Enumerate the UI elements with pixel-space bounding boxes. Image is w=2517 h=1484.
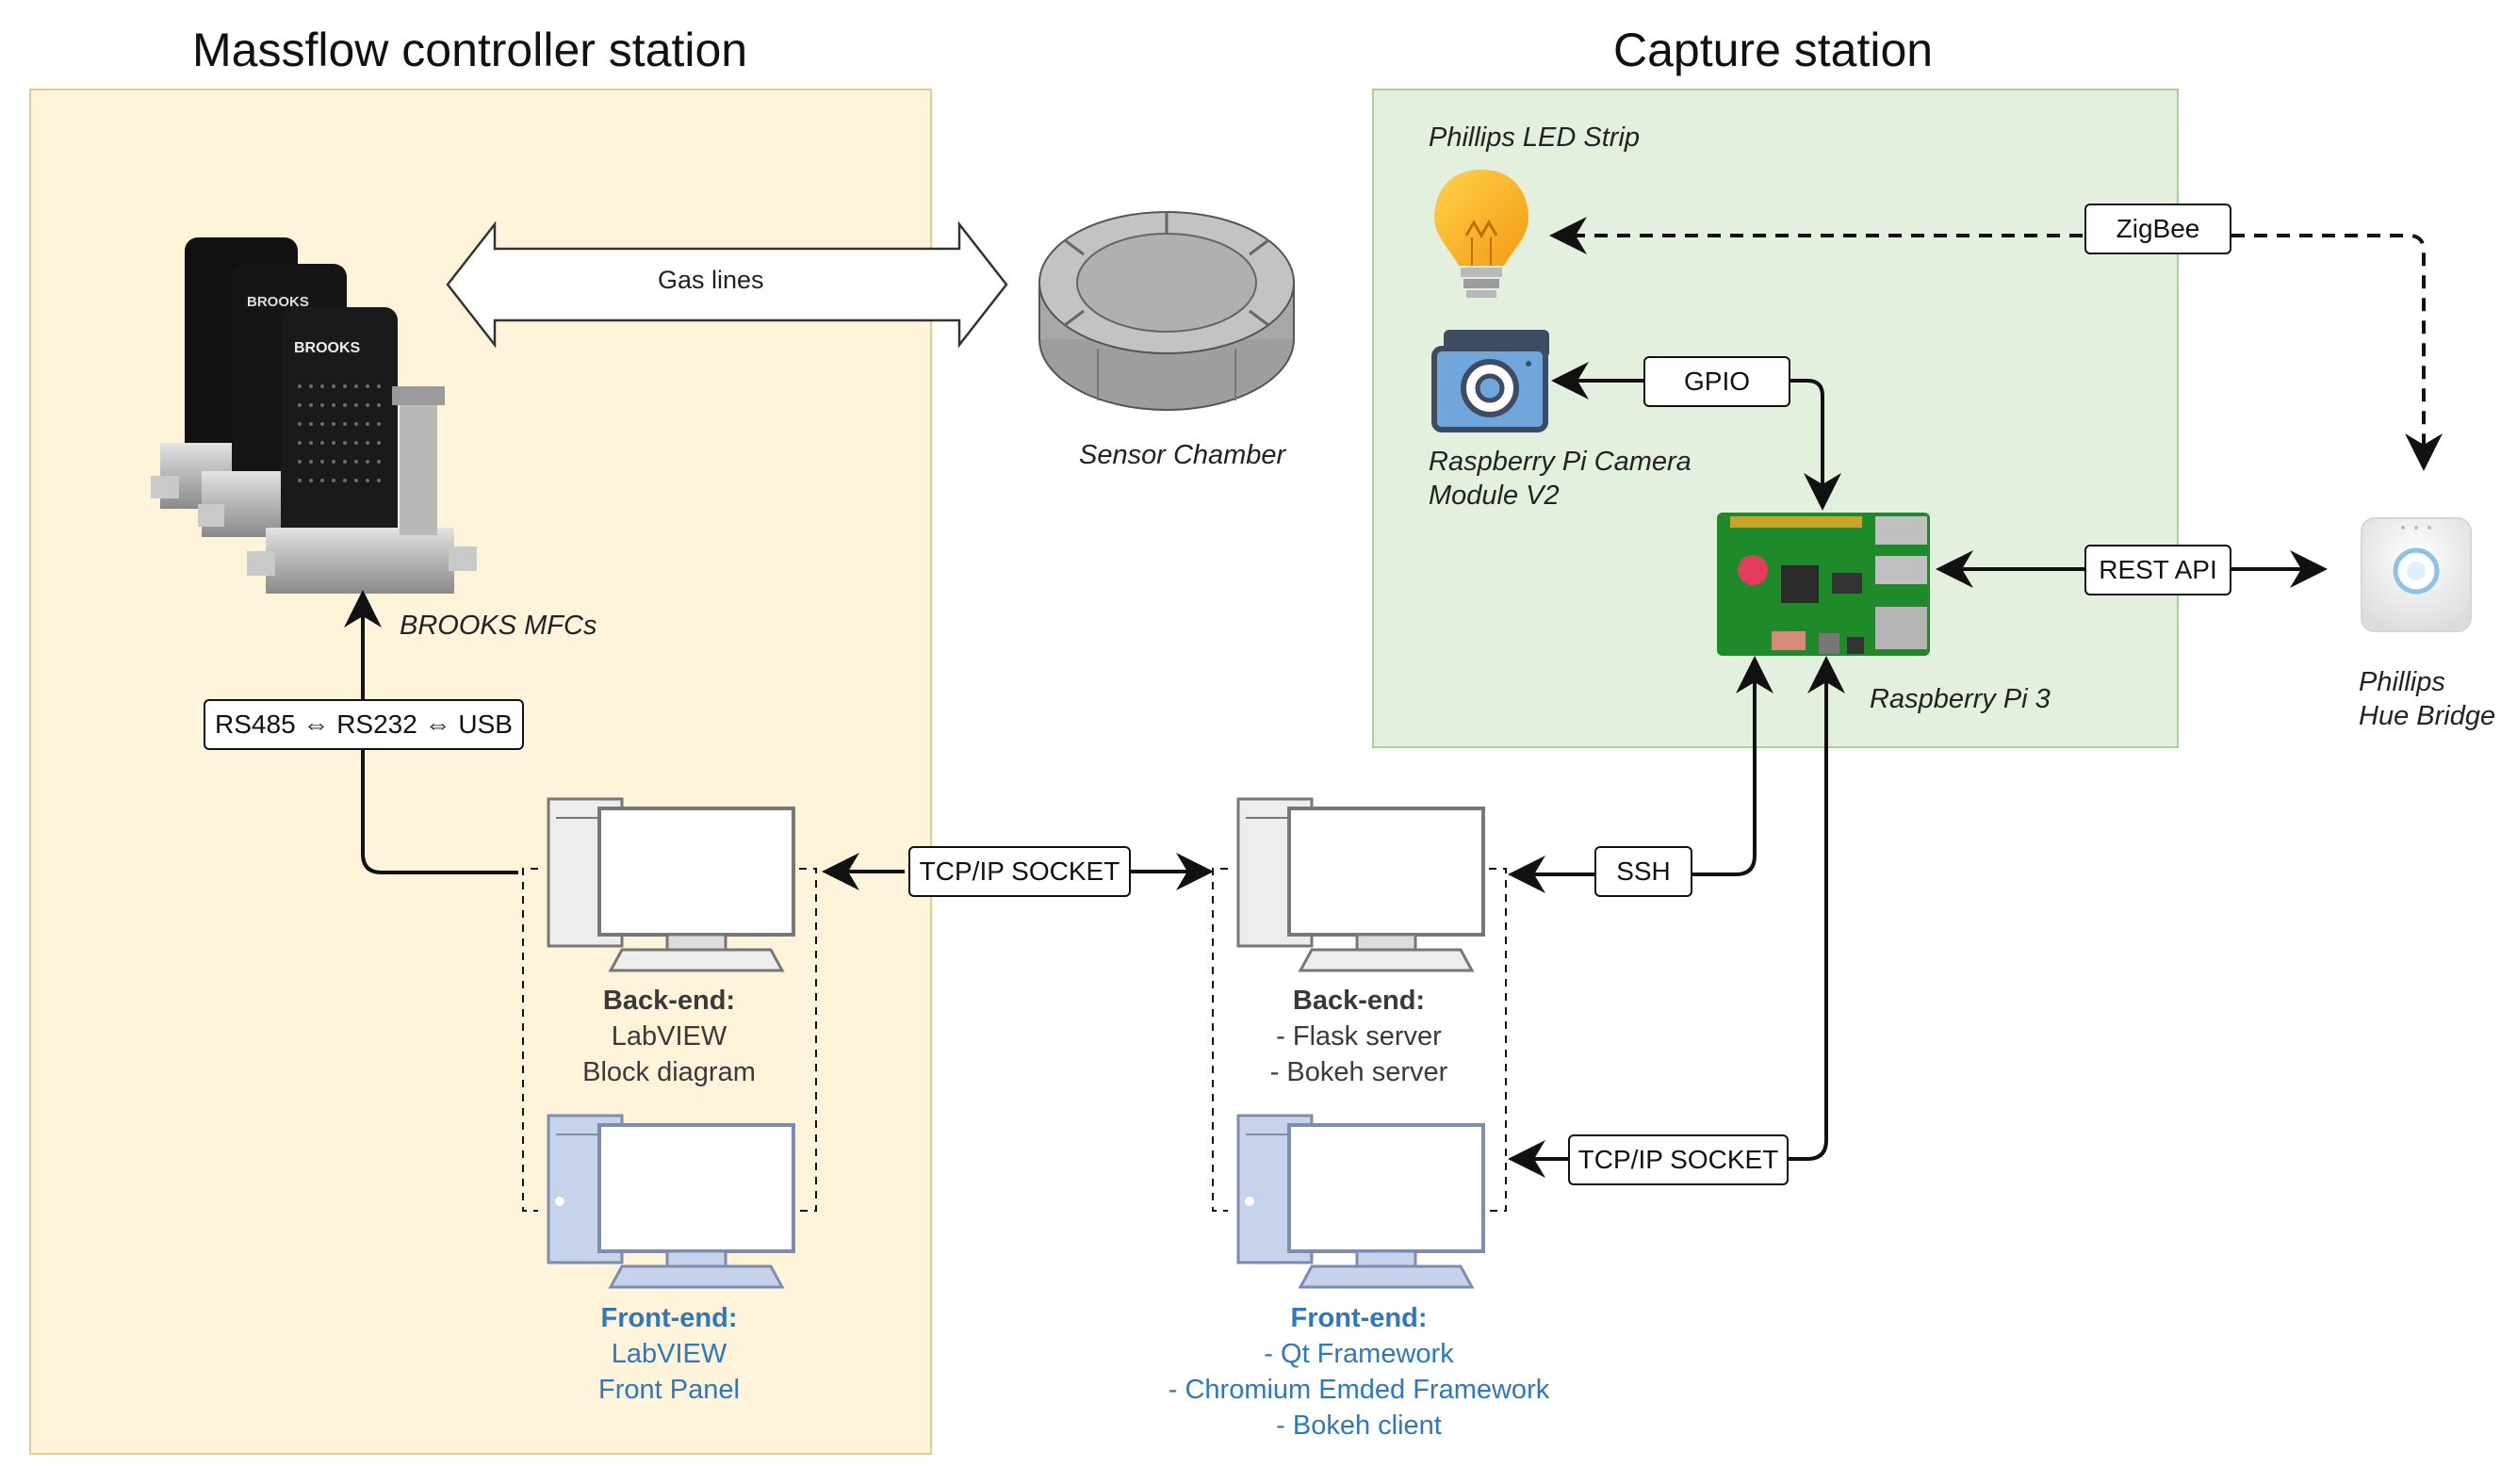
tcp-ip-socket-connector-2: TCP/IP SOCKET — [1568, 1134, 1789, 1185]
caption-line: - Bokeh server — [1269, 1057, 1448, 1087]
zigbee-dashed-line — [1549, 217, 2443, 471]
left-front-end-caption: Front-end: LabVIEW Front Panel — [528, 1300, 810, 1408]
gas-lines-label: Gas lines — [658, 266, 764, 294]
caption-heading: Front-end: — [1290, 1303, 1428, 1333]
left-back-end-caption: Back-end: LabVIEW Block diagram — [528, 983, 810, 1090]
caption-line: - Bokeh client — [1276, 1411, 1442, 1441]
sensor-chamber-icon — [1038, 211, 1295, 411]
rest-api-connector: REST API — [2084, 545, 2231, 595]
caption-line: Block diagram — [582, 1057, 756, 1087]
caption-heading: Front-end: — [600, 1303, 738, 1333]
led-strip-label: Phillips LED Strip — [1429, 122, 1641, 153]
svg-text:BROOKS: BROOKS — [294, 340, 361, 356]
raspberry-pi-board-icon — [1717, 513, 1930, 656]
camera-icon — [1431, 330, 1549, 432]
sensor-chamber-label: Sensor Chamber — [1079, 440, 1286, 470]
desktop-computer-icon — [1236, 1114, 1485, 1289]
svg-text:BROOKS: BROOKS — [247, 294, 309, 310]
capture-zone-title: Capture station — [1613, 24, 1934, 76]
hue-bridge-icon — [2361, 517, 2472, 632]
caption-line: - Chromium Emded Framework — [1168, 1375, 1550, 1405]
zigbee-connector: ZigBee — [2084, 204, 2231, 254]
caption-line: LabVIEW — [611, 1339, 727, 1369]
caption-line: LabVIEW — [611, 1021, 727, 1052]
gas-lines-arrow — [446, 220, 1008, 349]
computer-group-brackets — [522, 868, 1507, 1212]
massflow-zone-title: Massflow controller station — [192, 24, 748, 76]
tcp-ip-socket-connector: TCP/IP SOCKET — [908, 846, 1131, 897]
right-back-end-caption: Back-end: - Flask server - Bokeh server — [1218, 983, 1500, 1090]
camera-label-line1: Raspberry Pi Camera — [1429, 447, 1692, 477]
desktop-computer-icon — [547, 797, 795, 972]
raspberry-pi-label: Raspberry Pi 3 — [1870, 684, 2051, 714]
light-bulb-icon — [1434, 170, 1528, 298]
caption-heading: Back-end: — [1292, 986, 1426, 1016]
caption-line: - Flask server — [1276, 1021, 1442, 1052]
right-front-end-caption: Front-end: - Qt Framework - Chromium Emd… — [1123, 1300, 1594, 1443]
caption-line: Front Panel — [598, 1375, 740, 1405]
hue-bridge-label-line2: Hue Bridge — [2359, 701, 2496, 731]
rs485-connector: RS485 ⇔ RS232 ⇔ USB — [204, 699, 524, 750]
desktop-computer-icon — [547, 1114, 795, 1289]
ssh-connector: SSH — [1594, 846, 1692, 897]
brooks-mfc-icon: BROOKS BROOKS — [151, 237, 477, 594]
mfcs-label: BROOKS MFCs — [400, 611, 597, 641]
connection-lines — [344, 362, 2328, 1178]
caption-heading: Back-end: — [602, 986, 736, 1016]
caption-line: - Qt Framework — [1264, 1339, 1454, 1369]
camera-label-line2: Module V2 — [1429, 481, 1560, 511]
gpio-connector: GPIO — [1643, 356, 1790, 407]
desktop-computer-icon — [1236, 797, 1485, 972]
hue-bridge-label-line1: Phillips — [2359, 667, 2445, 697]
